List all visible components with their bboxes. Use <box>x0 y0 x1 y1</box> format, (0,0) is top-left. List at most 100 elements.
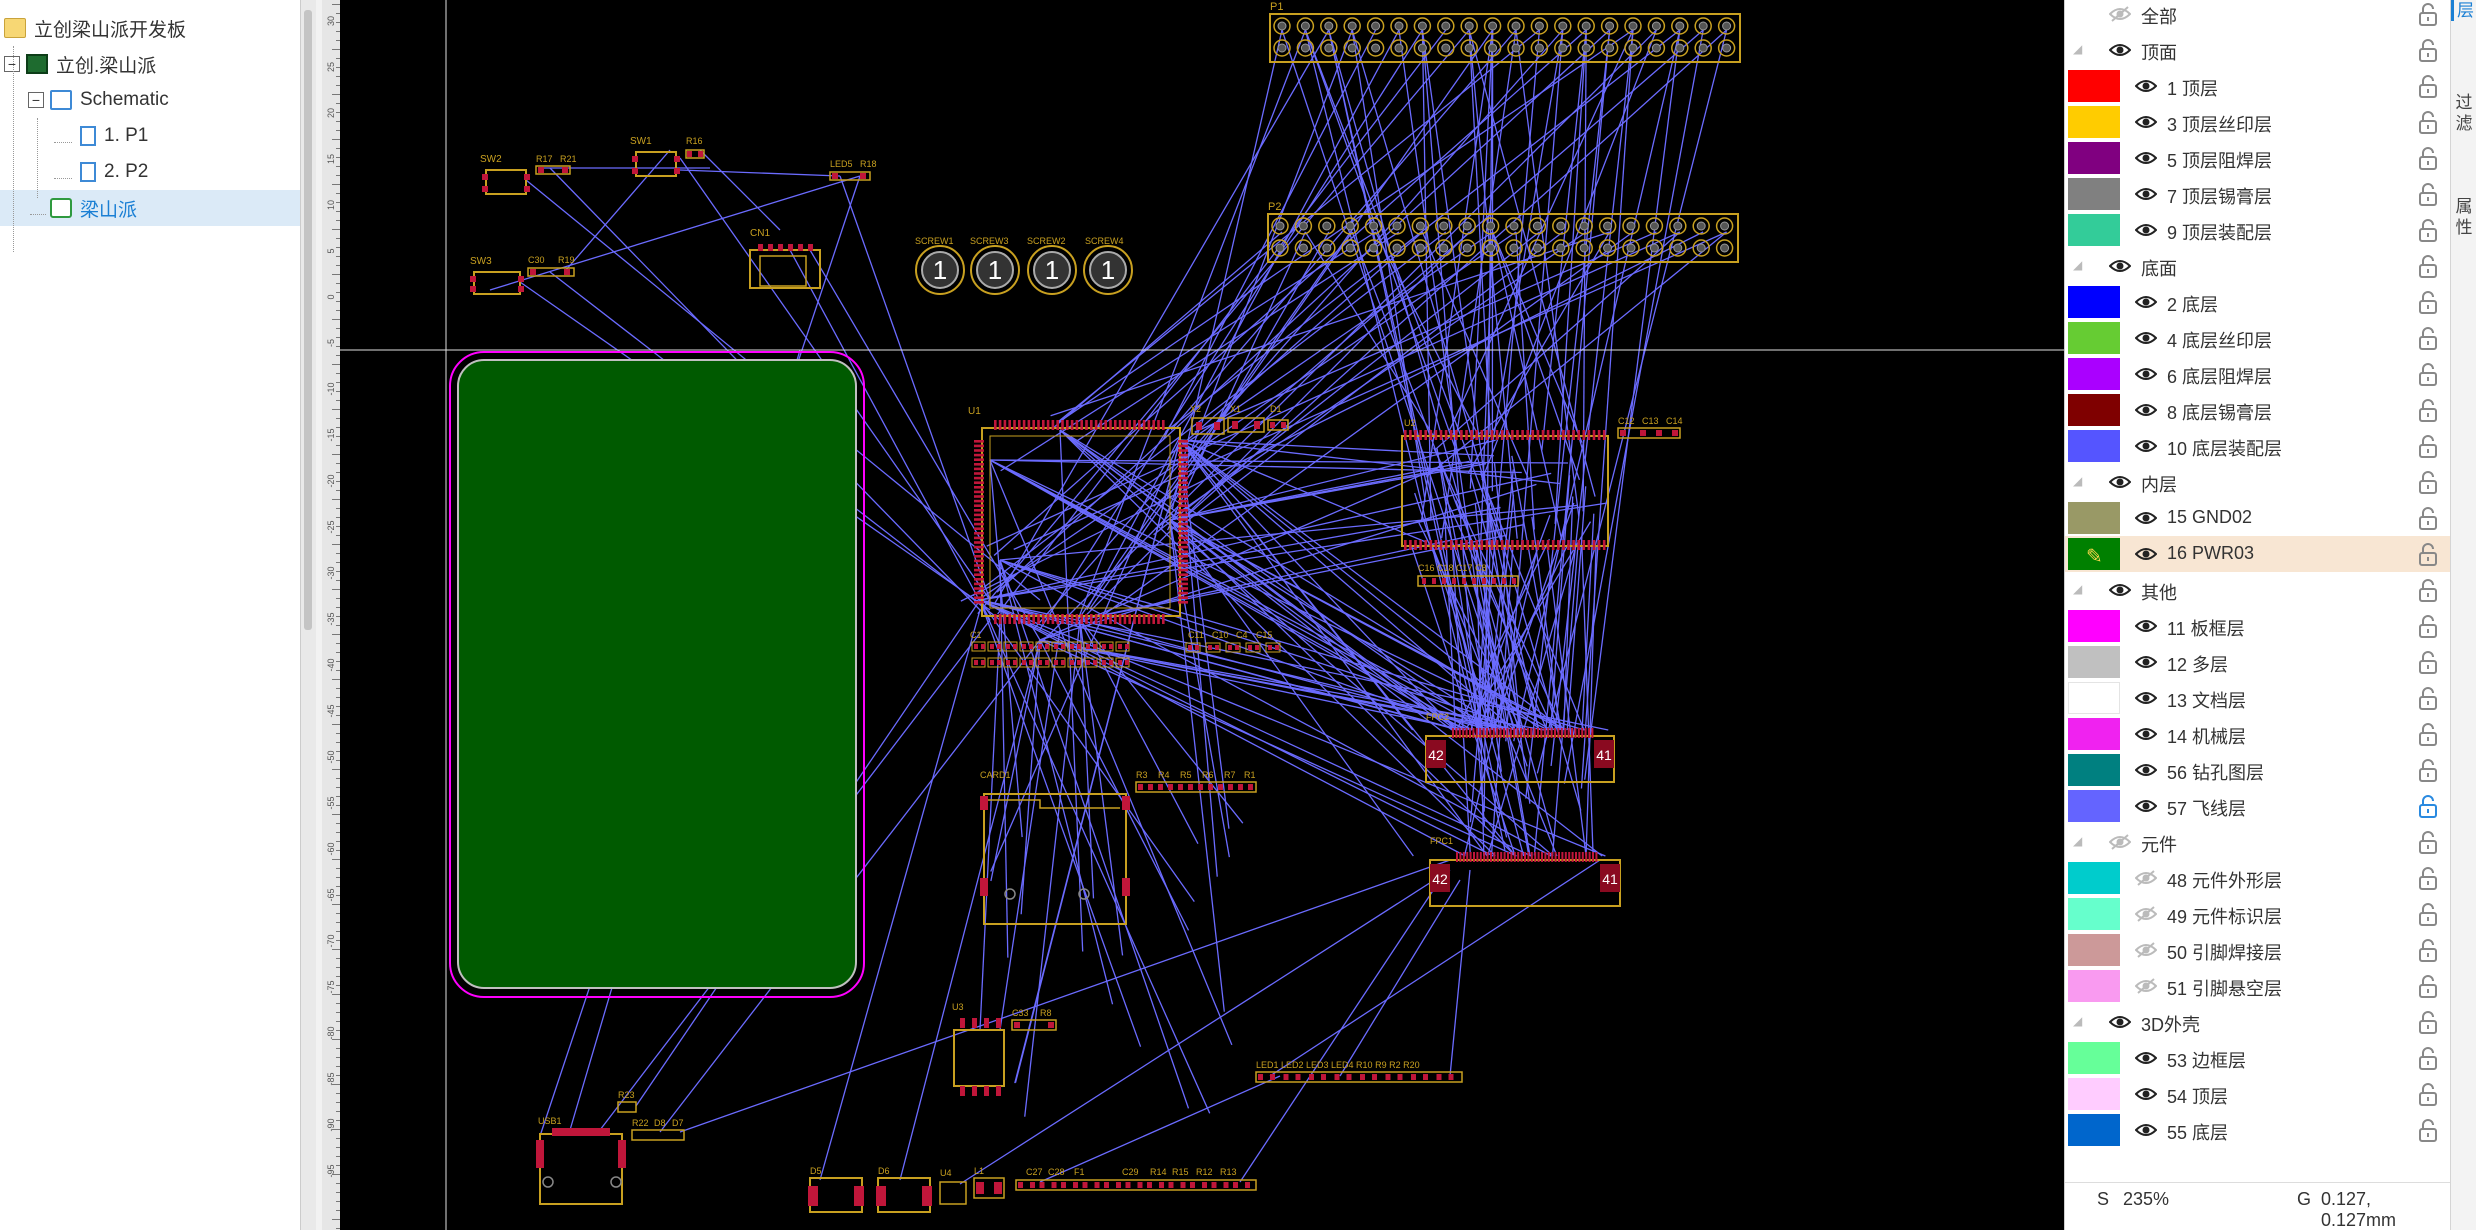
unlock-icon[interactable] <box>2417 398 2439 422</box>
layer-group-row[interactable]: ◢内层 <box>2065 464 2451 500</box>
layer-row[interactable]: 7 顶层锡膏层 <box>2065 176 2451 212</box>
eye-icon[interactable] <box>2135 1121 2157 1139</box>
layer-color-swatch[interactable] <box>2068 898 2120 930</box>
tree-item-0[interactable]: 立创梁山派开发板 <box>0 10 300 46</box>
eye-icon[interactable] <box>2135 725 2157 743</box>
layer-row[interactable]: 8 底层锡膏层 <box>2065 392 2451 428</box>
layer-row[interactable]: 49 元件标识层 <box>2065 896 2451 932</box>
tree-item-5[interactable]: 梁山派 <box>0 190 300 226</box>
layer-color-swatch[interactable] <box>2068 1114 2120 1146</box>
layer-color-swatch[interactable] <box>2068 682 2120 714</box>
unlock-icon[interactable] <box>2417 686 2439 710</box>
layer-color-swatch[interactable] <box>2068 394 2120 426</box>
eye-off-icon[interactable] <box>2109 833 2131 851</box>
unlock-icon[interactable] <box>2417 758 2439 782</box>
collapse-caret-icon[interactable]: ◢ <box>2073 1014 2082 1028</box>
unlock-icon[interactable] <box>2417 1118 2439 1142</box>
layer-row[interactable]: 2 底层 <box>2065 284 2451 320</box>
eye-icon[interactable] <box>2109 473 2131 491</box>
tree-collapse-toggle[interactable]: − <box>28 92 44 108</box>
layer-row[interactable]: 1 顶层 <box>2065 68 2451 104</box>
eye-icon[interactable] <box>2135 1049 2157 1067</box>
unlock-icon[interactable] <box>2417 650 2439 674</box>
unlock-icon[interactable] <box>2417 506 2439 530</box>
layer-row[interactable]: 51 引脚悬空层 <box>2065 968 2451 1004</box>
collapse-caret-icon[interactable]: ◢ <box>2073 474 2082 488</box>
layer-color-swatch[interactable] <box>2068 70 2120 102</box>
eye-icon[interactable] <box>2135 221 2157 239</box>
layer-color-swatch[interactable] <box>2068 754 2120 786</box>
collapse-caret-icon[interactable]: ◢ <box>2073 42 2082 56</box>
layer-row[interactable]: ✎16 PWR03 <box>2065 536 2451 572</box>
layer-color-swatch[interactable] <box>2068 502 2120 534</box>
collapse-caret-icon[interactable]: ◢ <box>2073 834 2082 848</box>
layer-row[interactable]: 55 底层 <box>2065 1112 2451 1148</box>
unlock-icon[interactable] <box>2417 110 2439 134</box>
eye-off-icon[interactable] <box>2135 869 2157 887</box>
layer-row[interactable]: 12 多层 <box>2065 644 2451 680</box>
layer-color-swatch[interactable] <box>2068 178 2120 210</box>
layer-color-swatch[interactable] <box>2068 1078 2120 1110</box>
layer-group-row[interactable]: ◢顶面 <box>2065 32 2451 68</box>
eye-icon[interactable] <box>2135 617 2157 635</box>
unlock-icon[interactable] <box>2417 1046 2439 1070</box>
layer-color-swatch[interactable] <box>2068 1042 2120 1074</box>
eye-icon[interactable] <box>2135 653 2157 671</box>
eye-off-icon[interactable] <box>2135 941 2157 959</box>
layer-color-swatch[interactable] <box>2068 322 2120 354</box>
unlock-icon[interactable] <box>2417 254 2439 278</box>
layer-color-swatch[interactable] <box>2068 358 2120 390</box>
layer-group-row[interactable]: ◢其他 <box>2065 572 2451 608</box>
tree-item-1[interactable]: −立创.梁山派 <box>0 46 300 82</box>
eye-icon[interactable] <box>2135 761 2157 779</box>
layer-group-row[interactable]: ◢元件 <box>2065 824 2451 860</box>
layer-row[interactable]: 57 飞线层 <box>2065 788 2451 824</box>
layer-row[interactable]: 15 GND02 <box>2065 500 2451 536</box>
layer-group-row[interactable]: 全部 <box>2065 0 2451 32</box>
eye-icon[interactable] <box>2135 185 2157 203</box>
unlock-icon[interactable] <box>2417 38 2439 62</box>
unlock-icon[interactable] <box>2417 902 2439 926</box>
layer-row[interactable]: 6 底层阻焊层 <box>2065 356 2451 392</box>
unlock-icon[interactable] <box>2417 830 2439 854</box>
tree-collapse-toggle[interactable]: − <box>4 56 20 72</box>
layer-color-swatch[interactable] <box>2068 862 2120 894</box>
layer-color-swatch[interactable] <box>2068 790 2120 822</box>
unlock-icon[interactable] <box>2417 938 2439 962</box>
layer-color-swatch[interactable]: ✎ <box>2068 538 2120 570</box>
eye-icon[interactable] <box>2135 437 2157 455</box>
layer-row[interactable]: 13 文档层 <box>2065 680 2451 716</box>
layer-color-swatch[interactable] <box>2068 142 2120 174</box>
unlock-icon[interactable] <box>2417 974 2439 998</box>
eye-icon[interactable] <box>2135 401 2157 419</box>
unlock-icon[interactable] <box>2417 578 2439 602</box>
tree-item-3[interactable]: 1. P1 <box>0 118 300 154</box>
lock-icon[interactable] <box>2417 794 2439 818</box>
eye-icon[interactable] <box>2135 365 2157 383</box>
pcb-canvas[interactable]: P1 P2 SW2 R17 R21 SW1 R16 LED5 R18 SW3 <box>340 0 2064 1230</box>
layer-color-swatch[interactable] <box>2068 106 2120 138</box>
collapse-caret-icon[interactable]: ◢ <box>2073 258 2082 272</box>
layer-row[interactable]: 5 顶层阻焊层 <box>2065 140 2451 176</box>
eye-icon[interactable] <box>2135 689 2157 707</box>
eye-icon[interactable] <box>2135 329 2157 347</box>
eye-icon[interactable] <box>2109 41 2131 59</box>
layer-row[interactable]: 56 钻孔图层 <box>2065 752 2451 788</box>
unlock-icon[interactable] <box>2417 542 2439 566</box>
layer-color-swatch[interactable] <box>2068 214 2120 246</box>
eye-icon[interactable] <box>2109 581 2131 599</box>
layer-row[interactable]: 9 顶层装配层 <box>2065 212 2451 248</box>
eye-off-icon[interactable] <box>2135 977 2157 995</box>
layer-row[interactable]: 54 顶层 <box>2065 1076 2451 1112</box>
unlock-icon[interactable] <box>2417 218 2439 242</box>
side-tab-1[interactable]: 过滤 <box>2451 92 2476 134</box>
layer-color-swatch[interactable] <box>2068 430 2120 462</box>
eye-icon[interactable] <box>2135 1085 2157 1103</box>
unlock-icon[interactable] <box>2417 182 2439 206</box>
unlock-icon[interactable] <box>2417 290 2439 314</box>
unlock-icon[interactable] <box>2417 866 2439 890</box>
unlock-icon[interactable] <box>2417 1010 2439 1034</box>
eye-icon[interactable] <box>2135 113 2157 131</box>
unlock-icon[interactable] <box>2417 2 2439 26</box>
eye-icon[interactable] <box>2109 1013 2131 1031</box>
